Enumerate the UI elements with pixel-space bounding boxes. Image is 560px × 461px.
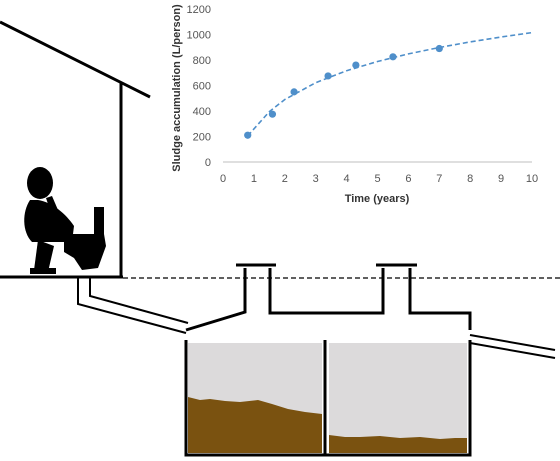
data-point [389, 53, 397, 61]
y-tick-label: 1200 [187, 4, 211, 16]
x-tick-label: 10 [526, 173, 538, 185]
y-tick-label: 600 [193, 81, 211, 93]
x-tick-label: 0 [220, 173, 226, 185]
trendline-dashed [247, 31, 533, 137]
data-point [324, 72, 332, 80]
x-tick-label: 2 [282, 173, 288, 185]
y-tick-label: 0 [205, 157, 211, 169]
outlet-pipe [469, 334, 556, 359]
drain-pipe [77, 277, 189, 334]
x-tick-label: 9 [498, 173, 504, 185]
x-tick-label: 5 [374, 173, 380, 185]
sludge-layer-right [329, 435, 467, 453]
y-tick-label: 1000 [187, 30, 211, 42]
x-tick-label: 3 [313, 173, 319, 185]
x-tick-labels: 0 1 2 3 4 5 6 7 8 9 10 [220, 173, 538, 185]
house [0, 20, 151, 279]
septic-tank [184, 263, 472, 457]
sludge-layer-left [188, 397, 322, 453]
x-tick-label: 4 [344, 173, 350, 185]
x-tick-label: 1 [251, 173, 257, 185]
y-tick-label: 400 [193, 106, 211, 118]
house-roof [0, 20, 151, 99]
y-axis-label: Sludge accumulation (L/person) [171, 4, 183, 172]
tank-chamber-right-liquid [329, 343, 467, 453]
y-tick-label: 800 [193, 55, 211, 67]
data-point [244, 131, 252, 139]
data-point [435, 44, 443, 53]
data-markers [244, 44, 443, 139]
person-on-toilet-icon [24, 167, 106, 274]
x-tick-label: 7 [436, 173, 442, 185]
data-point [290, 88, 298, 96]
data-point [268, 110, 277, 118]
y-tick-labels: 0 200 400 600 800 1000 1200 [187, 4, 211, 169]
x-tick-label: 8 [467, 173, 473, 185]
data-point [352, 61, 360, 69]
x-axis-label: Time (years) [345, 193, 410, 205]
x-tick-label: 6 [405, 173, 411, 185]
y-tick-label: 200 [193, 132, 211, 144]
sludge-chart: 0 200 400 600 800 1000 1200 0 1 2 3 4 5 6 7 8 9 10 Time … [171, 4, 538, 205]
